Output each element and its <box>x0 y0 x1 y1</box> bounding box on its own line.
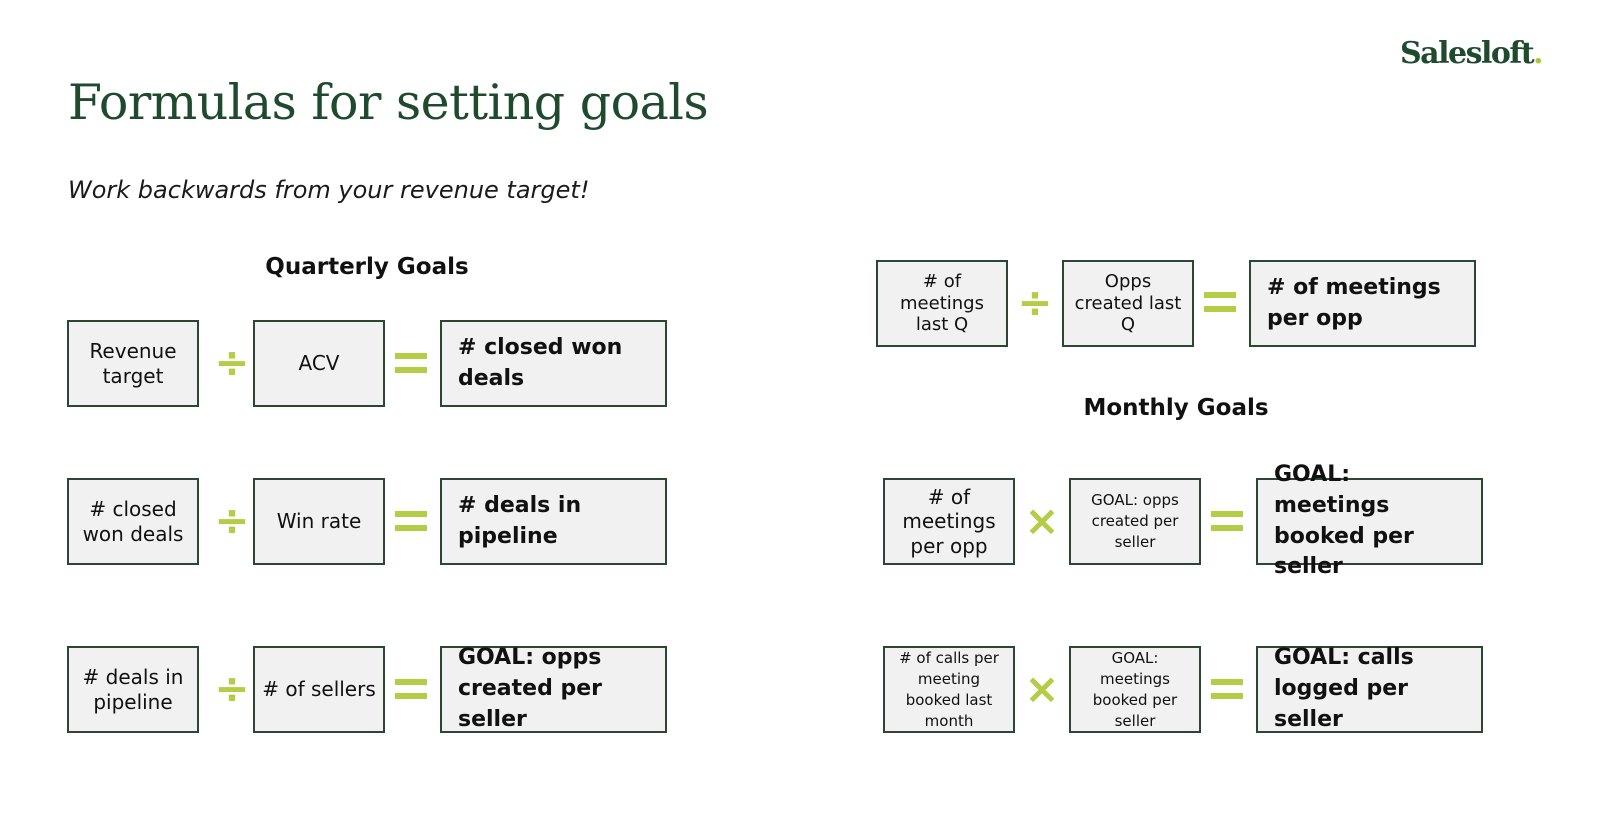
formula-result-box: # closed won deals <box>440 320 667 407</box>
formula-operand-box: # of calls per meeting booked last month <box>883 646 1015 733</box>
equals-icon <box>1211 679 1243 699</box>
formula-result-box: GOAL: meetings booked per seller <box>1256 462 1483 579</box>
formula-operand-box: # closed won deals <box>67 478 199 565</box>
formula-operand-box: # of sellers <box>253 646 385 733</box>
quarterly-goals-heading: Quarterly Goals <box>265 254 469 280</box>
divide-icon: ÷ <box>214 496 250 545</box>
salesloft-logo: Salesloft. <box>1400 36 1544 71</box>
multiply-icon: × <box>1024 664 1060 713</box>
equals-icon <box>395 511 427 531</box>
divide-icon: ÷ <box>214 338 250 387</box>
formula-operand-box: # of meetings last Q <box>876 260 1008 347</box>
equals-icon <box>395 353 427 373</box>
equals-icon <box>1211 511 1243 531</box>
divide-icon: ÷ <box>214 664 250 713</box>
monthly-goals-heading: Monthly Goals <box>1083 395 1269 421</box>
equals-icon <box>1204 292 1236 312</box>
formula-operand-box: ACV <box>253 320 385 407</box>
equals-icon <box>395 679 427 699</box>
formula-result-box: # of meetings per opp <box>1249 260 1476 347</box>
formula-operand-box: GOAL: meetings booked per seller <box>1069 646 1201 733</box>
divide-icon: ÷ <box>1017 278 1053 327</box>
page-title: Formulas for setting goals <box>68 74 709 131</box>
formula-result-box: GOAL: opps created per seller <box>440 645 667 733</box>
formula-operand-box: GOAL: opps created per seller <box>1069 478 1201 565</box>
formula-operand-box: # of meetings per opp <box>883 478 1015 565</box>
formula-result-box: GOAL: calls logged per seller <box>1256 645 1483 733</box>
multiply-icon: × <box>1024 496 1060 545</box>
formula-result-box: # deals in pipeline <box>440 478 667 565</box>
formula-operand-box: Win rate <box>253 478 385 565</box>
formula-operand-box: Revenue target <box>67 320 199 407</box>
formula-operand-box: Opps created last Q <box>1062 260 1194 347</box>
formula-operand-box: # deals in pipeline <box>67 646 199 733</box>
page-subtitle: Work backwards from your revenue target! <box>68 176 590 204</box>
